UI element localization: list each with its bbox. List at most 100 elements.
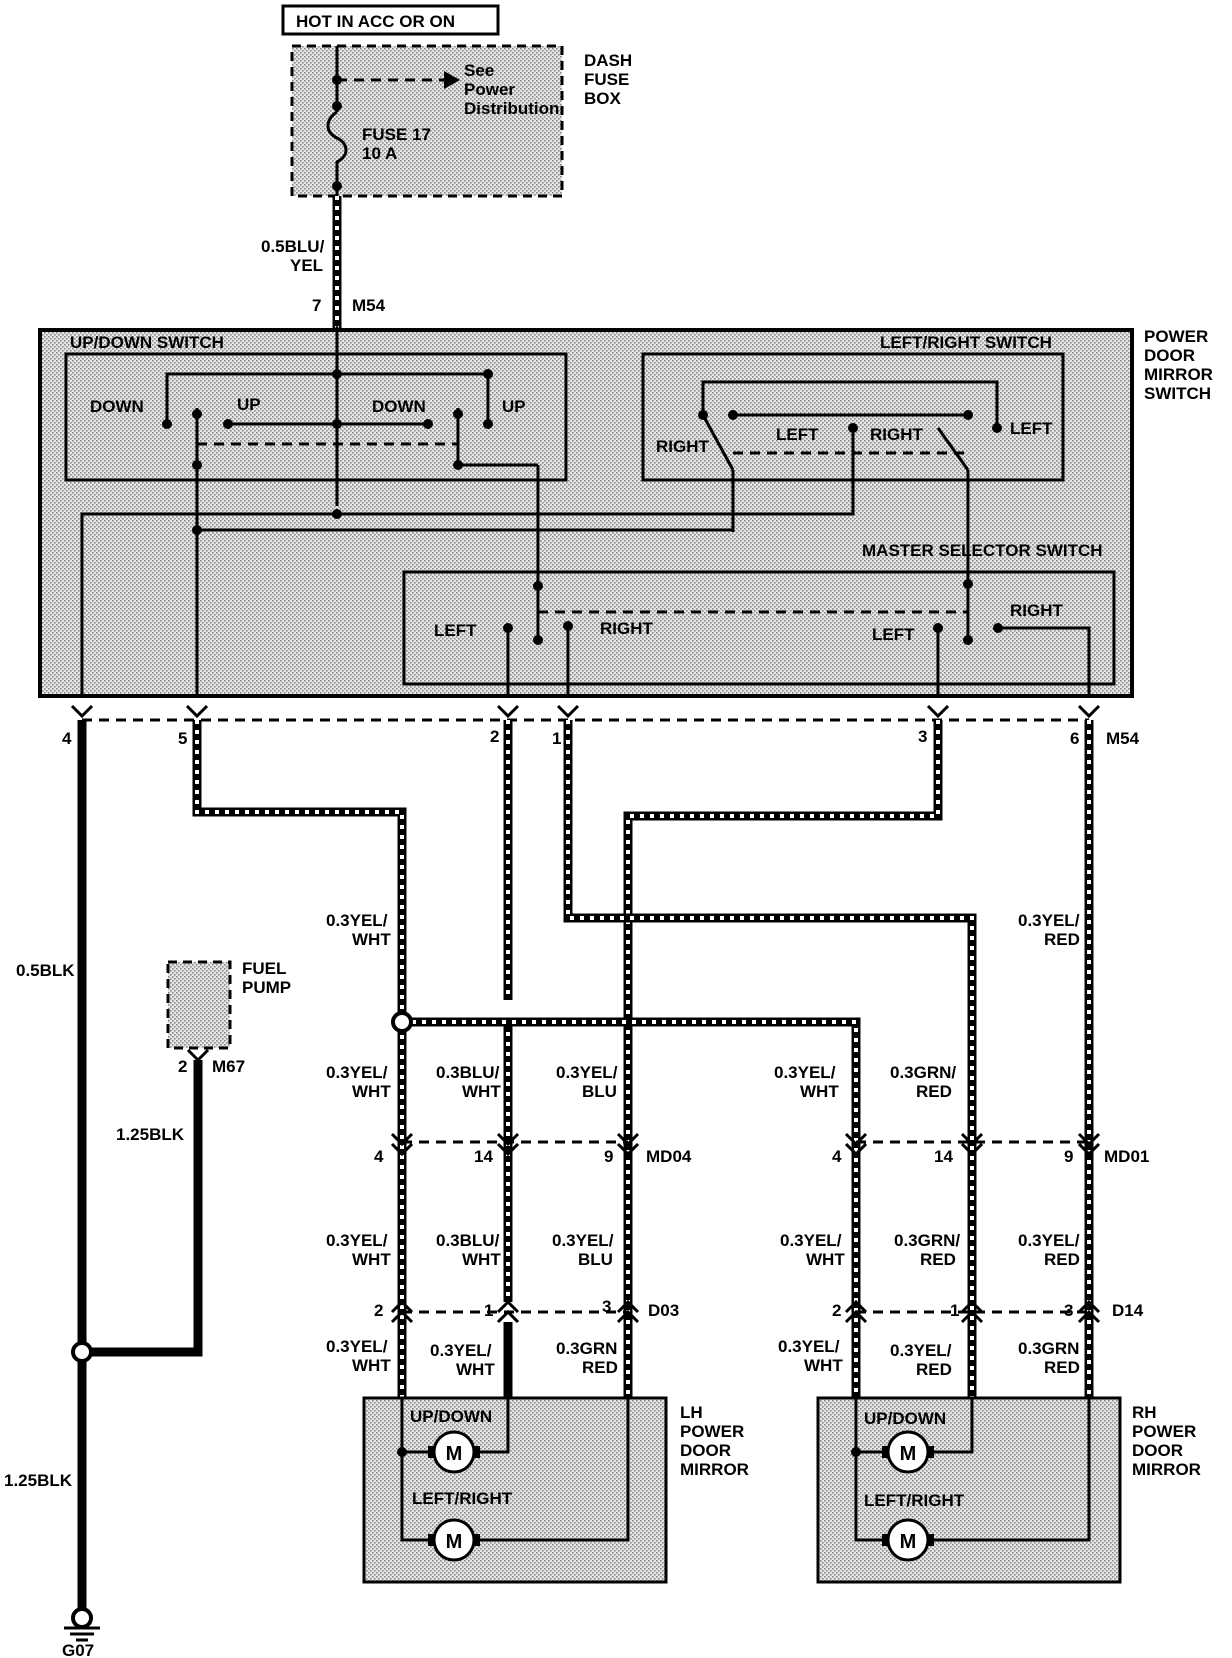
leftright-label-left-1: LEFT bbox=[776, 425, 819, 444]
wire-label-l2: RED bbox=[920, 1250, 956, 1269]
updown-label-down-2: DOWN bbox=[372, 397, 426, 416]
master-label-right-2: RIGHT bbox=[1010, 601, 1064, 620]
lh-mirror-name-4: MIRROR bbox=[680, 1460, 749, 1479]
wire-label-l1: 0.3GRN/ bbox=[894, 1231, 960, 1250]
lh-leftright-label: LEFT/RIGHT bbox=[412, 1489, 513, 1508]
switch-name-3: MIRROR bbox=[1144, 365, 1213, 384]
wire-label-g2: RED bbox=[916, 1082, 952, 1101]
wire-label-h2: WHT bbox=[352, 1250, 391, 1269]
wire-label-i1: 0.3BLU/ bbox=[436, 1231, 500, 1250]
updown-label-up-1: UP bbox=[237, 395, 261, 414]
wire-label-i2: WHT bbox=[462, 1250, 501, 1269]
updown-label-up-2: UP bbox=[502, 397, 526, 416]
rh-updown-motor-icon: M bbox=[882, 1430, 934, 1474]
ground-icon bbox=[64, 1626, 100, 1642]
wire-label-s1: 0.3GRN bbox=[1018, 1339, 1079, 1358]
power-source: HOT IN ACC OR ON bbox=[281, 4, 500, 36]
fuel-pump-name-2: PUMP bbox=[242, 978, 291, 997]
d14-pin-3: 3 bbox=[1064, 1301, 1073, 1320]
wire-label-j2: BLU bbox=[578, 1250, 613, 1269]
master-label-left-1: LEFT bbox=[434, 621, 477, 640]
leftright-label-left-2: LEFT bbox=[1010, 419, 1053, 438]
m54-pin-4: 4 bbox=[62, 729, 72, 748]
fuse-symbol-icon bbox=[326, 110, 348, 196]
lh-updown-motor-icon: M bbox=[428, 1430, 480, 1474]
see-text: See bbox=[464, 61, 494, 80]
wire-label-b2: RED bbox=[1044, 930, 1080, 949]
switch-name-2: DOOR bbox=[1144, 346, 1195, 365]
wire-label-k2: WHT bbox=[806, 1250, 845, 1269]
arrow-right-icon bbox=[444, 71, 460, 89]
fuse-rating: 10 A bbox=[362, 144, 397, 163]
ground-label: G07 bbox=[62, 1641, 94, 1658]
connector-d03: 2 1 3 D03 bbox=[374, 1297, 679, 1324]
lh-mirror-name-3: DOOR bbox=[680, 1441, 731, 1460]
wire-label-r1: 0.3YEL/ bbox=[890, 1341, 952, 1360]
power-text: Power bbox=[464, 80, 515, 99]
md01-pin-14: 14 bbox=[934, 1147, 953, 1166]
wire-label-p2: RED bbox=[582, 1358, 618, 1377]
fuel-pump-connector: M67 bbox=[212, 1057, 245, 1076]
wire-label-q1: 0.3YEL/ bbox=[778, 1337, 840, 1356]
connector-m54: 4 5 2 1 3 6 M54 bbox=[62, 704, 1140, 748]
fuse-box-name-3: BOX bbox=[584, 89, 622, 108]
master-selector-title: MASTER SELECTOR SWITCH bbox=[862, 541, 1103, 560]
d14-pin-1: 1 bbox=[950, 1301, 959, 1320]
wire-label-s2: RED bbox=[1044, 1358, 1080, 1377]
master-selector-box bbox=[402, 570, 1116, 686]
feed-wire-color-1: 0.5BLU/ bbox=[261, 237, 325, 256]
wire-label-d1: 0.3BLU/ bbox=[436, 1063, 500, 1082]
wire-label-n2: WHT bbox=[352, 1356, 391, 1375]
wire-label-e1: 0.3YEL/ bbox=[556, 1063, 618, 1082]
lh-motor2-symbol: M bbox=[446, 1531, 463, 1553]
master-label-left-2: LEFT bbox=[872, 625, 915, 644]
wire-label-p1: 0.3GRN bbox=[556, 1339, 617, 1358]
fuse-box-name-2: FUSE bbox=[584, 70, 629, 89]
wire-label-fuel-ground: 1.25BLK bbox=[116, 1125, 185, 1144]
fuel-pump-name-1: FUEL bbox=[242, 959, 286, 978]
fuse-box-name-1: DASH bbox=[584, 51, 632, 70]
d03-pin-3: 3 bbox=[602, 1297, 611, 1316]
connector-md01: 4 14 9 MD01 bbox=[832, 1132, 1149, 1166]
rh-mirror-name-3: DOOR bbox=[1132, 1441, 1183, 1460]
distribution-text: Distribution bbox=[464, 99, 559, 118]
md01-connector-label: MD01 bbox=[1104, 1147, 1149, 1166]
wire-label-o2: WHT bbox=[456, 1360, 495, 1379]
lh-power-door-mirror: LH POWER DOOR MIRROR UP/DOWN LEFT/RIGHT … bbox=[362, 1396, 749, 1584]
m54-pin-3: 3 bbox=[918, 727, 927, 746]
wire-label-b1: 0.3YEL/ bbox=[1018, 911, 1080, 930]
wire-label-c1: 0.3YEL/ bbox=[326, 1063, 388, 1082]
wire-label-a1: 0.3YEL/ bbox=[326, 911, 388, 930]
leftright-switch-title: LEFT/RIGHT SWITCH bbox=[880, 333, 1052, 352]
feed-pin: 7 bbox=[312, 296, 321, 315]
wire-label-m1: 0.3YEL/ bbox=[1018, 1231, 1080, 1250]
rh-motor2-symbol: M bbox=[900, 1531, 917, 1553]
leftright-label-right-1: RIGHT bbox=[656, 437, 710, 456]
m54-pin-5: 5 bbox=[178, 729, 187, 748]
md04-connector-label: MD04 bbox=[646, 1147, 692, 1166]
rh-leftright-motor-icon: M bbox=[882, 1518, 934, 1562]
updown-switch-title: UP/DOWN SWITCH bbox=[70, 333, 224, 352]
updown-switch-box bbox=[64, 352, 568, 482]
d03-connector-label: D03 bbox=[648, 1301, 679, 1320]
leftright-label-right-2: RIGHT bbox=[870, 425, 924, 444]
connector-md04: 4 14 9 MD04 bbox=[374, 1132, 692, 1166]
wire-label-g1: 0.3GRN/ bbox=[890, 1063, 956, 1082]
rh-mirror-name-4: MIRROR bbox=[1132, 1460, 1201, 1479]
md01-pin-4: 4 bbox=[832, 1147, 842, 1166]
wire-label-c2: WHT bbox=[352, 1082, 391, 1101]
feed-wire-color-2: YEL bbox=[290, 256, 323, 275]
wire-label-d2: WHT bbox=[462, 1082, 501, 1101]
wire-label-ground-main: 0.5BLK bbox=[16, 961, 75, 980]
ground-splice-point bbox=[71, 1341, 93, 1363]
d14-pin-2: 2 bbox=[832, 1301, 841, 1320]
splice-point bbox=[391, 1011, 413, 1033]
rh-updown-label: UP/DOWN bbox=[864, 1409, 946, 1428]
wire-label-k1: 0.3YEL/ bbox=[780, 1231, 842, 1250]
wire-label-f1: 0.3YEL/ bbox=[774, 1063, 836, 1082]
switch-name-4: SWITCH bbox=[1144, 384, 1211, 403]
md01-pin-9: 9 bbox=[1064, 1147, 1073, 1166]
wire-label-o1: 0.3YEL/ bbox=[430, 1341, 492, 1360]
wire-label-ground-lower: 1.25BLK bbox=[4, 1471, 73, 1490]
md04-pin-4: 4 bbox=[374, 1147, 384, 1166]
